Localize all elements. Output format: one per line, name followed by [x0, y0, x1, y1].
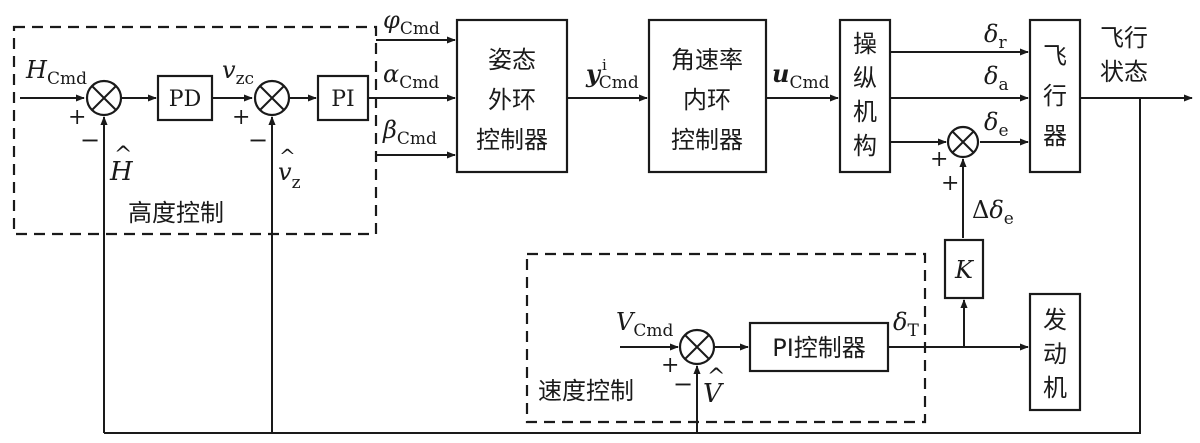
aircraft-label-2: 行	[1043, 82, 1067, 110]
beta-cmd-label: βCmd	[382, 116, 437, 149]
h-hat-accent: ^	[114, 143, 132, 168]
pi-block	[316, 74, 370, 122]
rate-inner-label-3: 控制器	[671, 126, 743, 154]
phi-cmd-label: φCmd	[383, 6, 440, 39]
state-feedback-line	[104, 98, 1141, 434]
delta-delta-e-label: Δδe	[972, 196, 1014, 229]
flight-state-label-1: 飞行	[1100, 24, 1148, 52]
altitude-control-group	[12, 25, 378, 236]
pi-label: PI	[331, 87, 355, 112]
delta-a-label: δa	[984, 62, 1009, 95]
sum2-plus-sign: +	[232, 105, 250, 130]
vz-hat-label: vz	[278, 158, 301, 193]
actuator-block	[838, 18, 892, 174]
sum2-minus-sign: −	[248, 126, 268, 154]
rate-inner-label-2: 内环	[683, 86, 731, 114]
delta-e-label: δe	[984, 108, 1009, 141]
speed-control-label: 速度控制	[538, 377, 634, 405]
v-cmd-label: VCmd	[616, 308, 673, 341]
sum3-plus-bottom-sign: +	[941, 171, 959, 196]
engine-label-1: 发	[1043, 306, 1067, 334]
h-cmd-label: HCmd	[25, 56, 87, 89]
pi-controller-block	[748, 321, 890, 373]
sum1-minus-sign: −	[80, 126, 100, 154]
actuator-label-3: 机	[853, 98, 877, 126]
rate-inner-controller-block	[647, 18, 768, 174]
sum4-minus-sign: −	[673, 370, 693, 398]
delta-r-label: δr	[984, 20, 1007, 53]
pd-label: PD	[169, 87, 201, 112]
actuator-label-1: 操	[853, 30, 877, 58]
engine-block	[1028, 292, 1082, 412]
attitude-outer-label-3: 控制器	[476, 126, 548, 154]
alpha-cmd-label: αCmd	[383, 60, 439, 93]
delta-t-label: δT	[893, 308, 919, 341]
sum-cross	[951, 130, 975, 154]
pi-controller-label: PI控制器	[772, 334, 866, 362]
aircraft-label-3: 器	[1043, 122, 1067, 150]
engine-label-3: 机	[1043, 374, 1067, 402]
v-hat-label: V	[703, 379, 724, 409]
engine-label-2: 动	[1043, 340, 1067, 368]
sum1-plus-sign: +	[68, 105, 86, 130]
attitude-outer-label-1: 姿态	[488, 46, 536, 74]
sum-cross	[259, 85, 285, 111]
speed-control-group	[525, 252, 927, 424]
flight-state-label-2: 状态	[1100, 58, 1148, 86]
u-cmd-label: uCmd	[772, 59, 830, 93]
sum-cross	[91, 85, 117, 111]
attitude-outer-controller-block	[455, 18, 569, 174]
sum4-plus-sign: +	[661, 353, 679, 378]
aircraft-block	[1028, 18, 1082, 174]
k-gain-block	[943, 238, 985, 300]
sum3-plus-left-sign: +	[930, 147, 948, 172]
k-label: K	[954, 256, 975, 284]
h-hat-label: H	[109, 157, 134, 187]
aircraft-label-1: 飞	[1043, 42, 1067, 70]
rate-inner-label-1: 角速率	[671, 46, 743, 74]
v-zc-label: vzc	[222, 56, 254, 89]
v-hat-accent: ^	[707, 365, 725, 390]
sum-cross	[684, 334, 710, 360]
vz-hat-accent: ^	[279, 144, 296, 168]
actuator-label-4: 构	[853, 132, 877, 160]
attitude-outer-label-2: 外环	[488, 86, 536, 114]
actuator-label-2: 纵	[853, 64, 877, 92]
altitude-control-label: 高度控制	[128, 199, 224, 227]
